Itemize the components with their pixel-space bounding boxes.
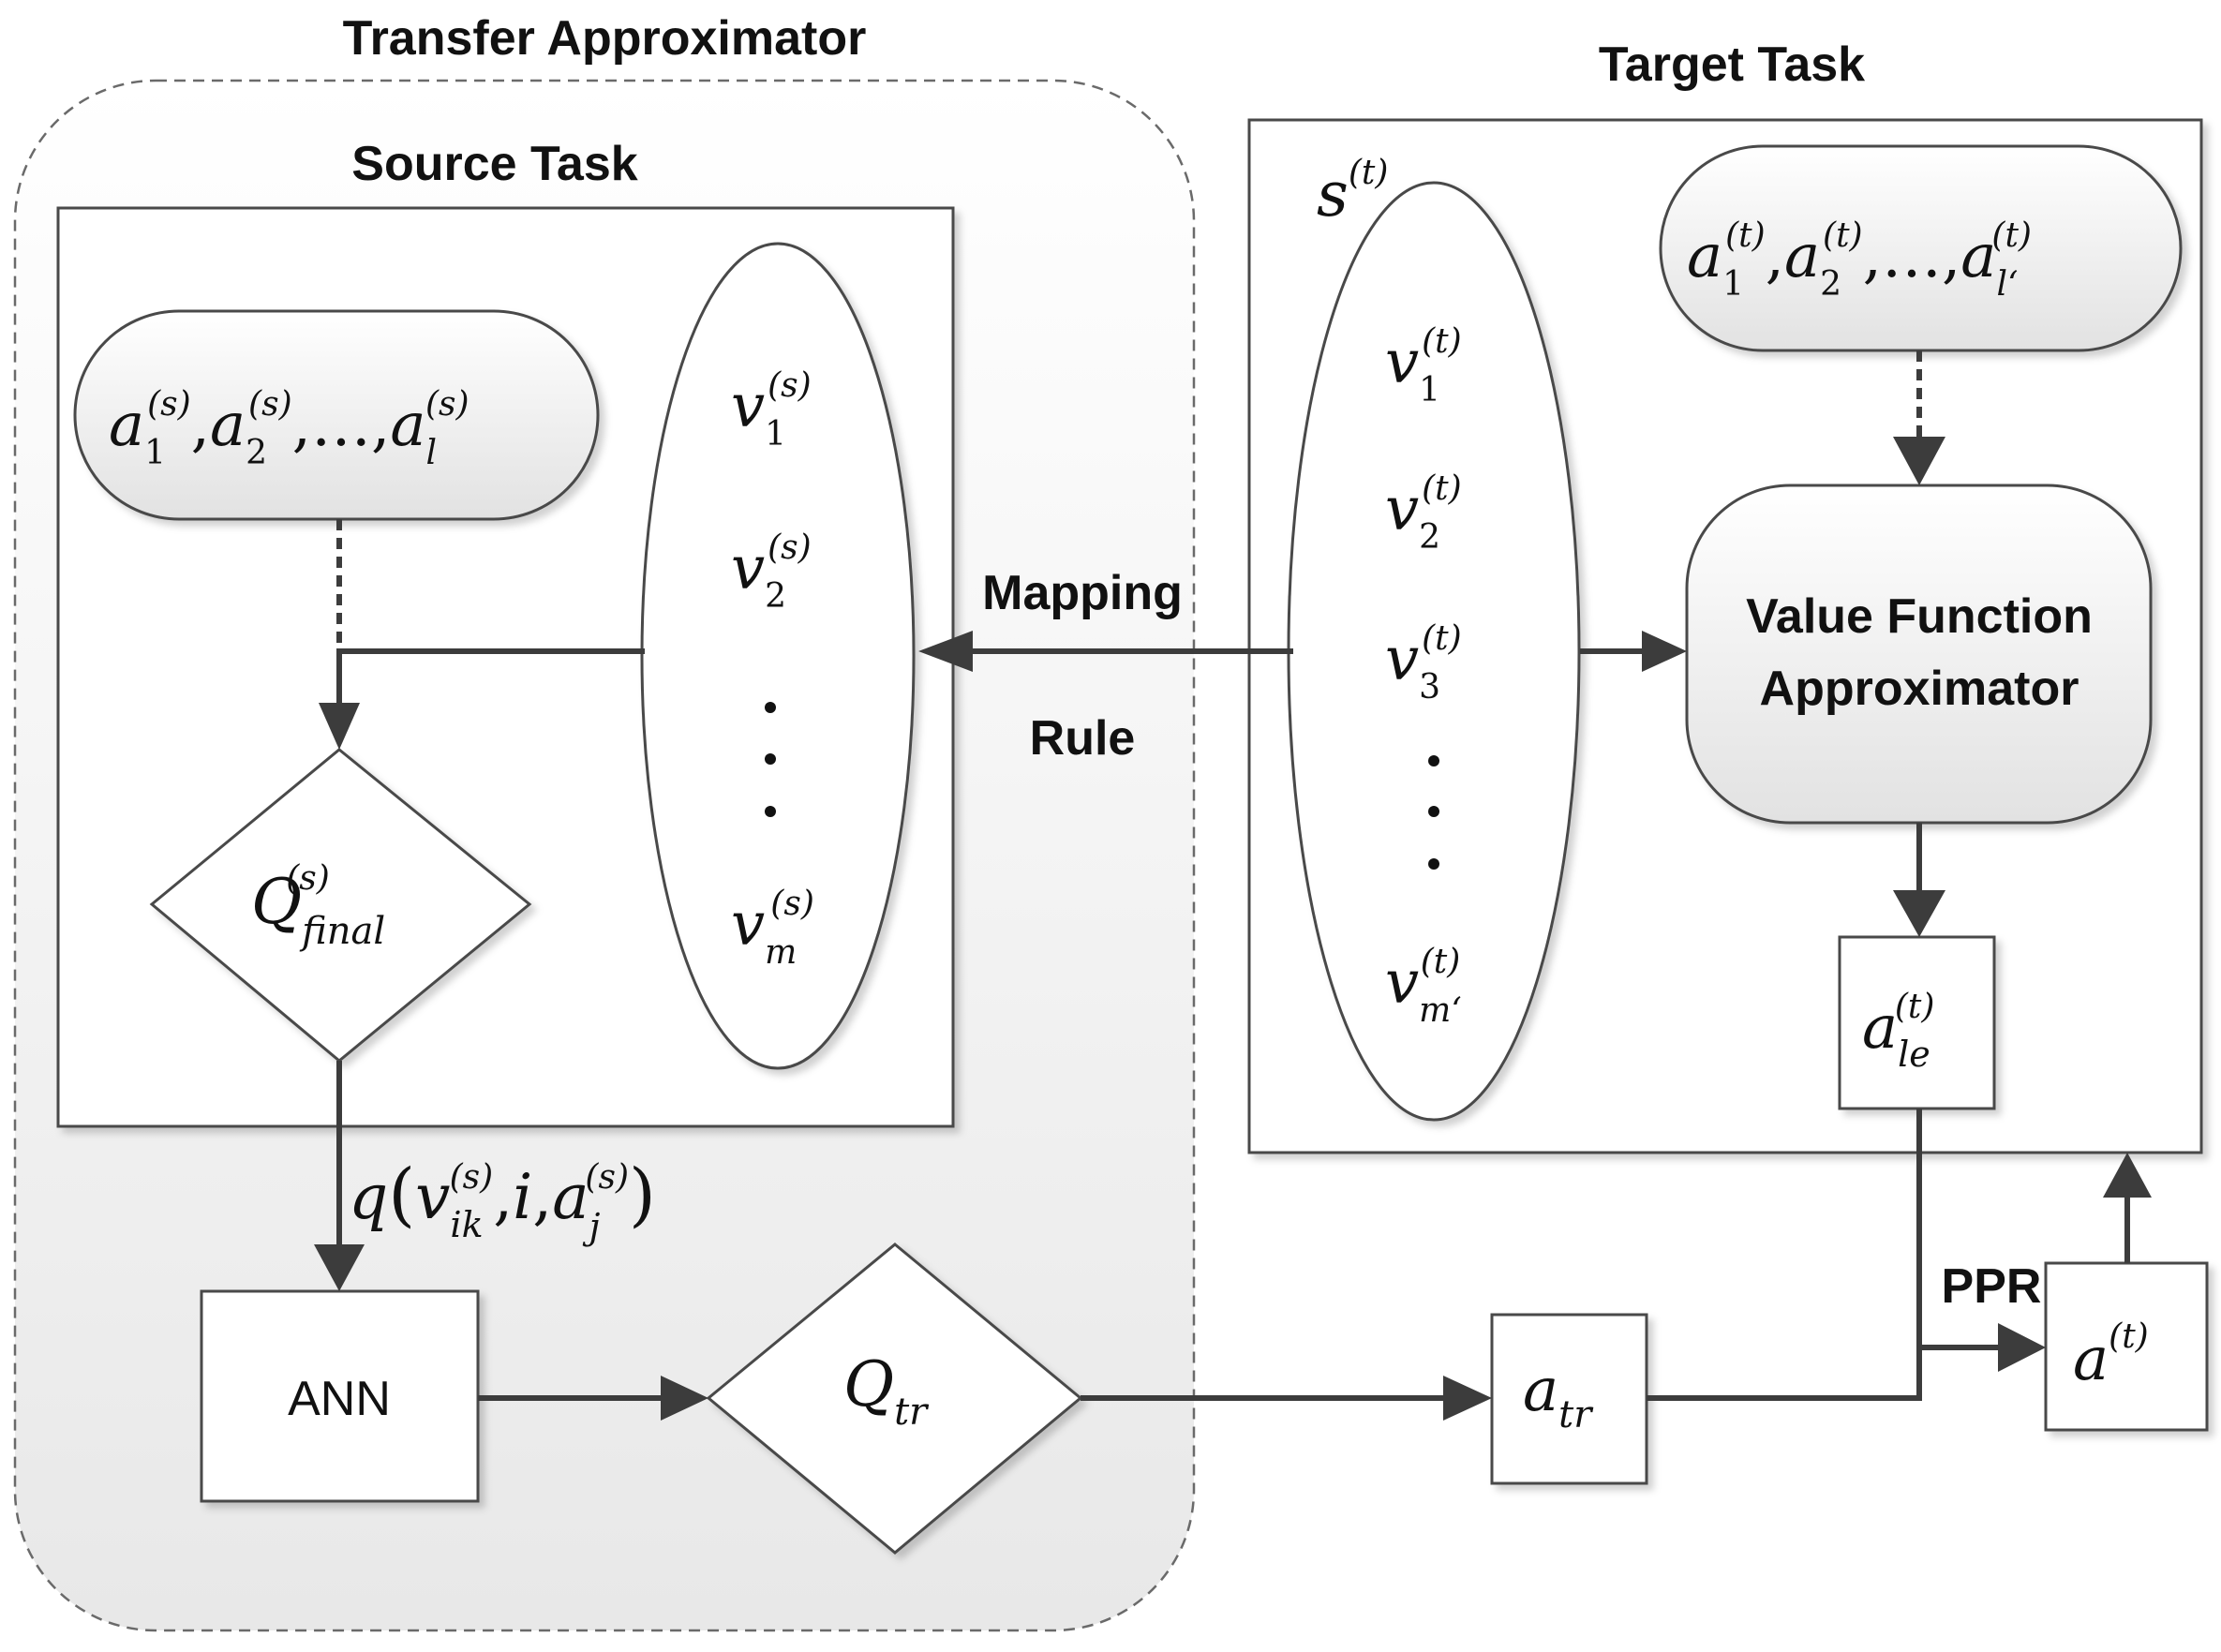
arrowhead-aout-to-target (2103, 1153, 2152, 1198)
target-state-v1: v1(t) (1385, 322, 1462, 409)
atr-to-ale-line (1647, 1109, 1922, 1401)
source-state-v1: v1(s) (731, 366, 812, 454)
source-state-vm: vm(s) (731, 885, 814, 972)
source-state-dot (765, 702, 776, 713)
target-state-dot (1428, 858, 1439, 870)
arrowhead-source-to-qfinal (319, 703, 360, 750)
arrowhead-qtr-to-atr (1443, 1376, 1492, 1421)
source-state-dot (765, 806, 776, 817)
value-function-approximator-box (1685, 484, 2153, 825)
source-task-title: Source Task (351, 137, 637, 191)
ppr-label: PPR (1942, 1259, 2042, 1314)
source-state-dot (765, 753, 776, 765)
a-output-box (2044, 1261, 2209, 1432)
target-state-v3: v3(t) (1385, 619, 1462, 707)
arrowhead-target-to-vfa (1642, 631, 1687, 672)
ann-label: ANN (288, 1372, 391, 1426)
arrowhead-vfa-to-ale (1893, 890, 1945, 937)
source-state-to-qfinal-line (336, 648, 645, 705)
value-function-line1: Value Function (1746, 589, 2093, 644)
transfer-approximator-title: Transfer Approximator (343, 11, 867, 66)
target-state-v2: v2(t) (1385, 469, 1462, 557)
mapping-label: Mapping (982, 566, 1183, 620)
arrowhead-mapping-rule (918, 631, 973, 672)
target-state-dot (1428, 806, 1439, 817)
q-tr-label: Qtr (843, 1348, 930, 1434)
source-state-ellipse (640, 242, 916, 1070)
source-actions-label: a1(s),a2(s),…,al(s) (109, 385, 470, 472)
arrowhead-ann-to-qtr (661, 1376, 708, 1421)
target-state-vm: vm‘(t) (1385, 943, 1462, 1030)
source-state-v2: v2(s) (731, 528, 812, 616)
q-function-label: q(vik(s),i,aj(s)) (349, 1154, 656, 1247)
rule-label: Rule (1030, 711, 1136, 766)
target-actions-label: a1(t),a2(t),…,al‘(t) (1687, 216, 2032, 304)
q-tr-diamond (706, 1243, 1083, 1555)
target-state-dot (1428, 755, 1439, 766)
target-state-label: s(t) (1317, 154, 1388, 231)
arrowhead-target-actions (1893, 437, 1945, 485)
arrowhead-qfinal-to-ann (314, 1244, 365, 1291)
arrowhead-ppr (1998, 1323, 2046, 1372)
a-le-box (1838, 935, 1996, 1110)
a-tr-label: atr (1523, 1356, 1594, 1436)
a-le-label: ale(t) (1862, 988, 1934, 1075)
value-function-line2: Approximator (1760, 662, 2079, 716)
target-task-title: Target Task (1599, 37, 1865, 92)
a-output-label: a(t) (2073, 1317, 2149, 1394)
q-final-label: Qfinal(s) (251, 859, 385, 953)
